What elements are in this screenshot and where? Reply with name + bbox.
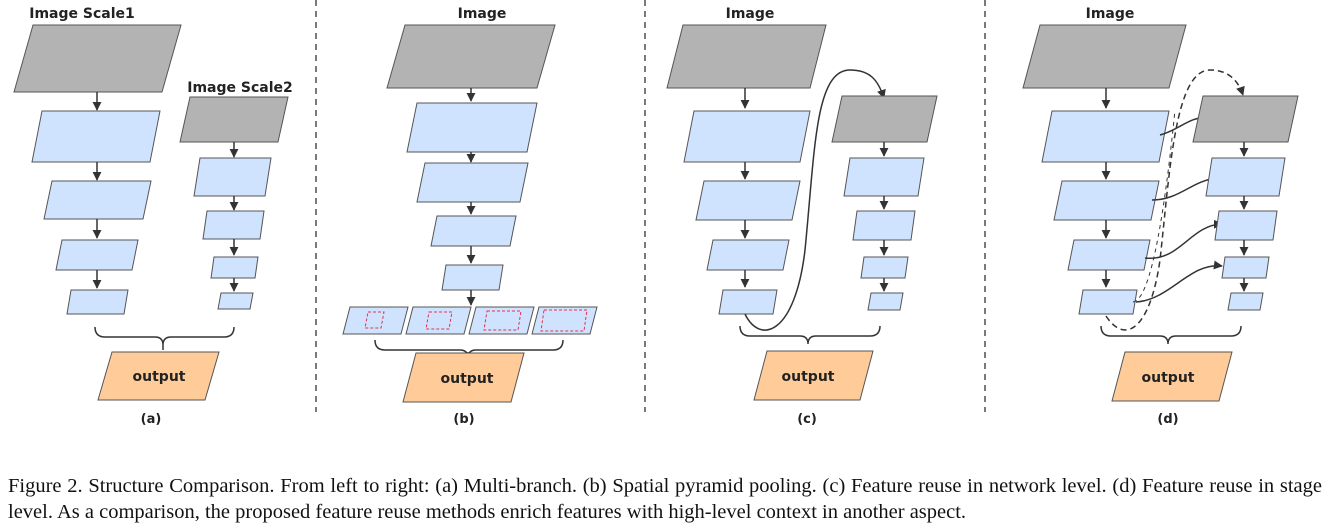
panel-d-s2-feature-1 [1205,157,1286,197]
panel-a-s2-feature-2 [202,210,265,240]
panel-d-label: (d) [1157,412,1178,427]
panel-d-s2-feature-4 [1227,292,1264,311]
panel-c-feature-3 [706,239,790,271]
panel-d-output [1111,351,1233,402]
panel-d-output-label: output [1142,370,1195,386]
panel-a-s2-feature-4 [217,292,254,310]
panel-c-s2-feature-3 [860,256,909,279]
panel-b-pool-3-window [483,310,522,331]
panel-a-title: Image Scale1 [29,6,135,22]
structure-comparison-diagram: Image Scale1 Image Scale2 output (a) Ima… [13,0,1299,427]
panel-c-s2-feature-1 [843,157,925,197]
panel-b-feature-1 [406,102,538,153]
panel-b-pool-3 [468,306,535,335]
panel-d-feature-4 [1078,289,1138,315]
panel-c-reuse-arrow [744,69,886,331]
panel-d: Image output (d) [1022,6,1299,427]
panel-d-brace [1100,325,1242,345]
panel-a-output [97,351,220,401]
panel-b-pool-2-window [425,311,453,330]
panel-b-feature-2 [416,162,529,203]
panel-c-s2-feature-4 [867,292,904,311]
panel-b-output [402,352,525,403]
panel-b: Image output (b) [342,6,598,427]
panel-a-brace [94,326,235,346]
panel-c-image [666,24,827,89]
panel-d-reuse-dashed [1105,69,1245,331]
panel-d-feature-2 [1053,180,1160,221]
panel-c-output [753,350,874,401]
panel-b-image [386,24,556,89]
panel-a-image-scale2 [179,96,289,143]
panel-c-output-label: output [782,369,835,385]
panel-a-feature-2 [43,180,152,220]
panel-d-link-3 [1144,219,1223,259]
panel-c-label: (c) [797,412,817,427]
panel-c-feature-2 [695,180,801,221]
panel-c: Image output (c) [666,6,938,427]
panel-c-brace [739,325,881,345]
panel-c-title: Image [726,6,775,22]
panel-d-s2-feature-3 [1221,256,1270,279]
caption-line-1: Figure 2. Structure Comparison. From lef… [8,475,1137,497]
panel-c-image-scale2 [831,95,938,143]
panel-a-feature-3 [55,239,139,271]
panel-b-pool-2 [405,306,472,335]
panel-a-title2: Image Scale2 [187,80,293,96]
panel-b-output-label: output [441,371,494,387]
caption-line-2: Feature reuse in stage level. As a compa… [8,475,1322,523]
panel-b-pool-1 [342,306,409,335]
panel-d-s2-feature-2 [1214,210,1278,241]
panel-a-image-scale1 [13,24,182,93]
panel-b-title: Image [458,6,507,22]
panel-b-pool-1-window [364,311,385,329]
panel-a-output-label: output [133,369,186,385]
panel-a-feature-1 [31,110,161,163]
panel-d-link-4 [1135,260,1223,303]
panel-d-title: Image [1086,6,1135,22]
figure-caption: Figure 2. Structure Comparison. From lef… [8,473,1322,525]
panel-b-label: (b) [453,412,474,427]
panel-a-s2-feature-3 [210,256,259,279]
panel-a-feature-4 [66,289,129,315]
panel-a: Image Scale1 Image Scale2 output (a) [13,6,293,427]
panel-b-pool-4 [531,306,598,335]
panel-b-feature-4 [441,264,504,291]
panel-d-feature-1 [1041,110,1170,163]
panel-d-feature-3 [1067,239,1151,271]
panel-c-feature-1 [683,110,811,163]
panel-b-feature-3 [430,215,517,247]
panel-d-image-scale2 [1192,95,1299,143]
panel-a-s2-feature-1 [193,157,272,197]
panel-d-image [1022,24,1187,89]
panel-c-feature-4 [718,289,778,315]
panel-c-s2-feature-2 [852,210,916,241]
panel-d-reuse-dashed-2 [1132,109,1176,303]
panel-a-label: (a) [141,412,162,427]
